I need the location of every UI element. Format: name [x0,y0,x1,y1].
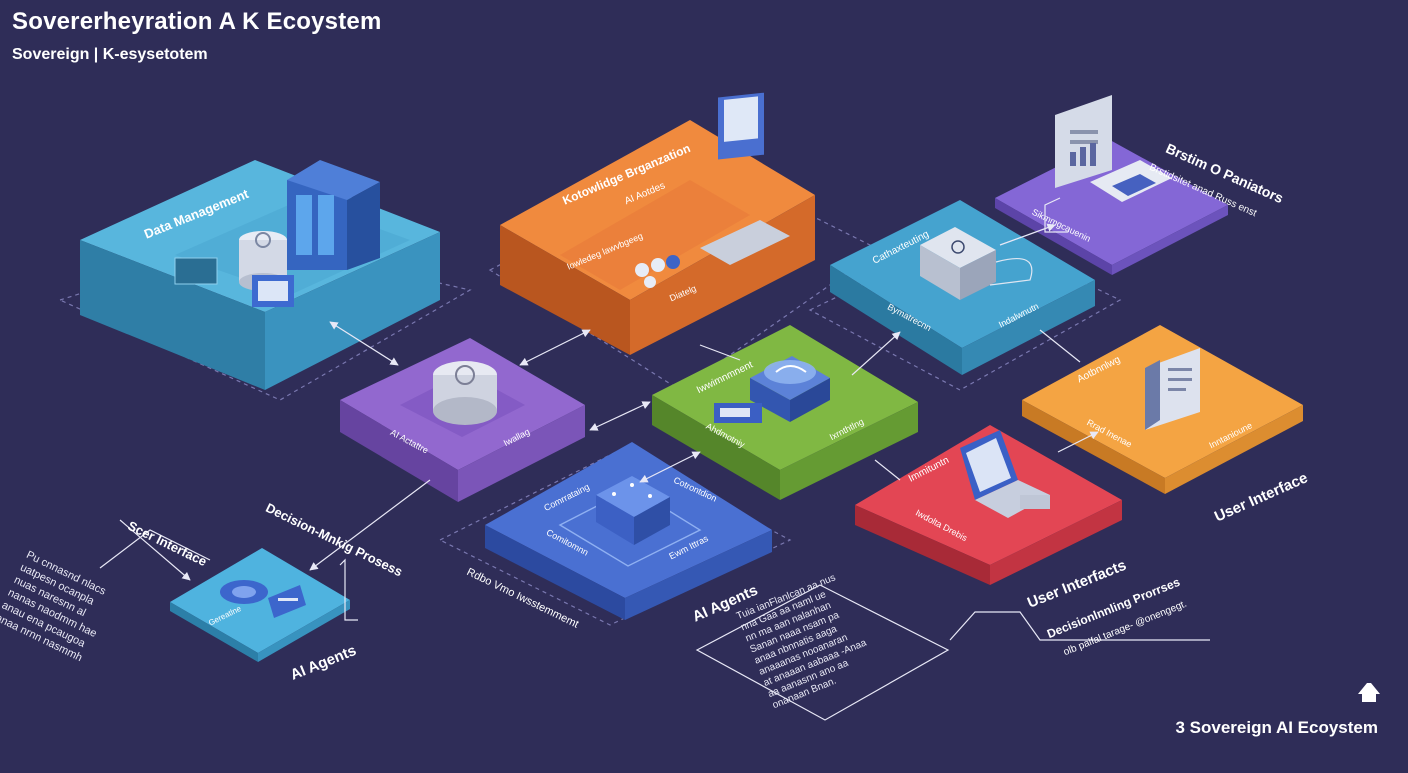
dashed-outline-blue [438,449,792,626]
dashed-outline-data [58,239,472,401]
page-title: Sovererheyration A K Ecoystem [12,8,382,35]
block-data-management [80,160,440,390]
block-green [652,325,918,500]
header: Sovererheyration A K Ecoystem Sovereign … [12,8,382,64]
block-knowledge [500,92,815,355]
block-cloud [830,200,1095,375]
arrow-red-amber [1057,431,1099,453]
connector-small [339,558,358,621]
arrow-green-cloud [851,331,901,376]
block-amber [1022,325,1303,494]
arrow-purple-knowledge [519,329,591,366]
connector-cloud-amber [1039,329,1081,363]
arrow-purple-green [589,401,651,431]
note-frame-center [695,584,950,721]
cube-icon [596,476,670,517]
page-subtitle: Sovereign | K-esysetotem [12,46,208,63]
tablet-icon [268,585,306,618]
arrow-cloud-ops [999,223,1056,246]
gear-icon [635,263,649,277]
connector-ops [1044,197,1068,233]
arrow-purple-small [309,479,431,571]
arrow-data-purple [329,321,399,366]
block-red [855,425,1122,585]
connector-green-red [874,459,901,481]
block-small [170,548,350,662]
cloud-server-icon [920,227,996,268]
block-operations [995,95,1228,275]
connector-knowledge-green [699,344,741,361]
block-blue [485,442,772,620]
block-purple [340,338,585,502]
connector-user-interfaces [949,611,1210,641]
arrow-blue-green [639,451,701,483]
note-frame-left [99,529,211,569]
bell-icon [1358,683,1380,702]
arrow-interface-small [119,519,191,581]
footer-text: 3 Sovereign AI Ecoystem [1175,718,1378,737]
